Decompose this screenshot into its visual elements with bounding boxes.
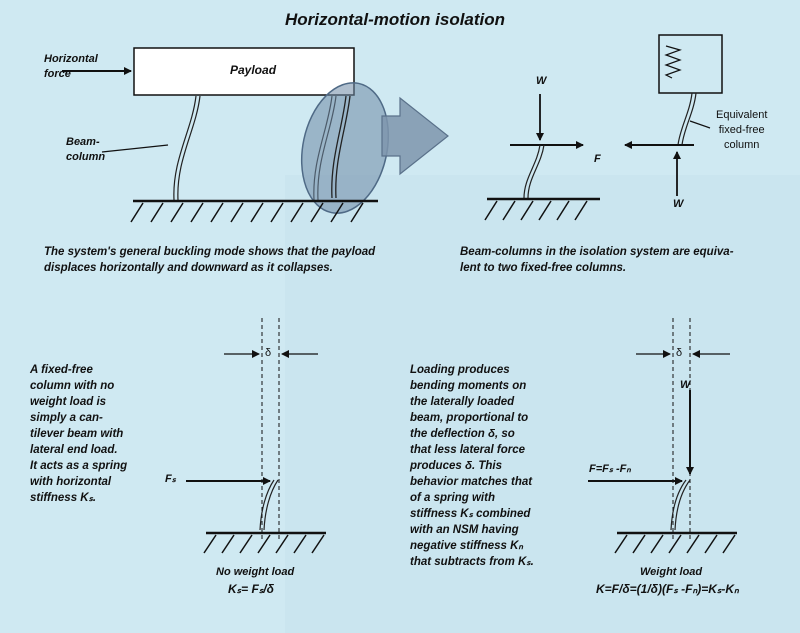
top-left-caption: The system's general buckling mode shows… — [44, 246, 376, 274]
weight-load-formula: K=F/δ=(1/δ)(Fₛ -Fₙ)=Kₛ-Kₙ — [596, 582, 739, 596]
spring-icon — [664, 45, 682, 79]
upper-column — [677, 92, 697, 146]
loaded-column — [670, 479, 691, 531]
beam-column-pointer — [101, 144, 169, 153]
top-right-ground-left — [484, 197, 600, 221]
bottom-right-ground — [614, 531, 737, 554]
lower-column — [523, 144, 545, 199]
diagram-title: Horizontal-motion isolation — [285, 10, 506, 29]
weight-load-caption: Weight load — [640, 566, 703, 578]
background-panel — [285, 175, 800, 633]
big-right-arrow — [381, 96, 449, 176]
no-weight-formula: Kₛ= Fₛ/δ — [228, 582, 274, 596]
upper-mount-box — [658, 34, 723, 94]
no-weight-caption: No weight load — [216, 566, 295, 578]
magnifier-ellipse — [300, 82, 390, 214]
w-top-label: W — [536, 75, 547, 87]
delta-label-right: δ — [676, 347, 683, 359]
equivalent-column-label: Equivalent fixed-free column — [716, 109, 768, 151]
horizontal-force-label: Horizontal force — [44, 53, 98, 80]
w-weight-label: W — [680, 379, 691, 391]
top-left-ground — [130, 199, 378, 223]
fs-label: Fₛ — [165, 473, 176, 485]
left-beam-column — [173, 95, 201, 201]
delta-label-left: δ — [265, 347, 272, 359]
payload-label: Payload — [230, 63, 277, 77]
zoom-beam-column — [331, 95, 351, 199]
cantilever-column — [259, 479, 279, 531]
beam-column-label: Beam- column — [66, 136, 106, 163]
weight-load-description: Loading produces bending moments on the … — [410, 364, 534, 568]
w-bottom-label: W — [673, 198, 684, 210]
f-label: F — [594, 153, 601, 165]
bottom-left-ground — [203, 531, 326, 554]
top-right-caption: Beam-columns in the isolation system are… — [460, 246, 734, 274]
equivalent-pointer — [689, 120, 711, 129]
no-weight-description: A fixed-free column with no weight load … — [30, 364, 128, 504]
payload-box — [133, 47, 355, 96]
f-net-label: F=Fₛ -Fₙ — [589, 463, 631, 475]
